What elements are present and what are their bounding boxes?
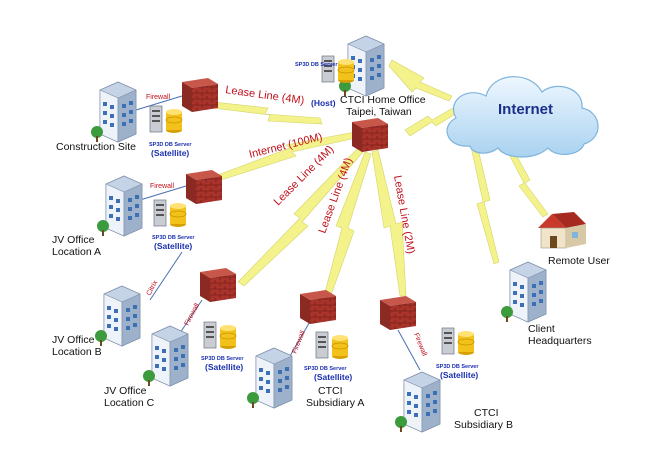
- jv-c-db-label: SP3D DB Server: [201, 356, 244, 362]
- connector-lines: [135, 95, 421, 371]
- jv-c-db-role: (Satellite): [205, 362, 243, 372]
- construction-firewall-icon: [182, 78, 218, 112]
- jv-office-c: JV Office Location C SP3D DB Server (Sat…: [104, 268, 244, 409]
- jv-c-building-icon: [142, 325, 189, 387]
- jv-b-name-1: JV Office: [52, 334, 95, 346]
- internet-label: Internet: [498, 101, 553, 118]
- sub-a-building-icon: [246, 347, 293, 409]
- sub-a-db-label: SP3D DB Server: [304, 366, 347, 372]
- home-db-label: SP3D DB Server: [295, 62, 338, 68]
- construction-site: Construction Site SP3D DB Server (Satell…: [56, 78, 218, 158]
- client-name-1: Client: [528, 323, 555, 335]
- jv-a-name-2: Location A: [52, 246, 101, 258]
- jv-a-db-role: (Satellite): [154, 241, 192, 251]
- home-db-role: (Host): [311, 98, 336, 108]
- jv-b-name-2: Location B: [52, 346, 102, 358]
- jv-c-firewall-icon: [200, 268, 236, 302]
- construction-db-server-icon: [149, 105, 183, 134]
- ctci-subsidiary-a: CTCI Subsidiary A SP3D DB Server (Satell…: [246, 290, 364, 409]
- sub-b-db-server-icon: [441, 327, 475, 356]
- sub-a-db-server-icon: [315, 331, 349, 360]
- remote-user-label: Remote User: [548, 255, 610, 267]
- construction-db-role: (Satellite): [151, 148, 189, 158]
- jv-office-b: JV Office Location B: [52, 285, 141, 358]
- sub-b-firewall-icon: [380, 296, 416, 330]
- sub-b-db-label: SP3D DB Server: [436, 364, 479, 370]
- sub-a-name-1: CTCI: [318, 385, 343, 397]
- construction-firewall-label: Firewall: [146, 94, 171, 101]
- sub-b-name-2: Subsidiary B: [454, 419, 513, 431]
- link-bolts: [195, 59, 549, 299]
- home-office: SP3D DB Server (Host) CTCI Home Office T…: [295, 35, 426, 152]
- sub-a-db-role: (Satellite): [314, 372, 352, 382]
- jv-a-db-label: SP3D DB Server: [152, 235, 195, 241]
- sub-a-name-2: Subsidiary A: [306, 397, 364, 409]
- jv-c-db-server-icon: [203, 321, 237, 350]
- ctci-subsidiary-b: CTCI Subsidiary B SP3D DB Server (Satell…: [380, 296, 513, 433]
- jv-a-firewall-label: Firewall: [150, 183, 175, 190]
- construction-db-label: SP3D DB Server: [149, 142, 192, 148]
- remote-user: Remote User: [538, 212, 610, 267]
- jv-a-name-1: JV Office: [52, 234, 95, 246]
- jv-b-building-icon: [94, 285, 141, 347]
- link-label-lease-4m-construction: Lease Line (4M): [225, 84, 305, 107]
- jv-office-a: JV Office Location A SP3D DB Server (Sat…: [52, 170, 222, 297]
- client-building-icon: [500, 261, 547, 323]
- home-db-server-icon: [321, 55, 355, 84]
- home-firewall-icon: [352, 118, 388, 152]
- jv-c-name-1: JV Office: [104, 385, 147, 397]
- sub-b-firewall-label: Firewall: [412, 332, 428, 357]
- client-name-2: Headquarters: [528, 335, 592, 347]
- construction-site-label: Construction Site: [56, 141, 136, 153]
- jv-a-firewall-icon: [186, 170, 222, 204]
- sub-b-building-icon: [394, 371, 441, 433]
- client-headquarters: Client Headquarters: [500, 261, 592, 347]
- sub-a-firewall-label: Firewall: [291, 329, 307, 354]
- internet-cloud: Internet: [446, 76, 599, 158]
- jv-c-firewall-label: Firewall: [184, 302, 202, 327]
- jv-c-name-2: Location C: [104, 397, 155, 409]
- home-office-name-2: Taipei, Taiwan: [346, 106, 412, 118]
- sub-b-db-role: (Satellite): [440, 370, 478, 380]
- construction-building-icon: [90, 81, 137, 143]
- jv-a-building-icon: [96, 175, 143, 237]
- sub-b-name-1: CTCI: [474, 407, 499, 419]
- sub-a-firewall-icon: [300, 290, 336, 324]
- house-icon: [538, 212, 586, 249]
- jv-a-db-server-icon: [153, 199, 187, 228]
- home-office-name-1: CTCI Home Office: [340, 94, 426, 106]
